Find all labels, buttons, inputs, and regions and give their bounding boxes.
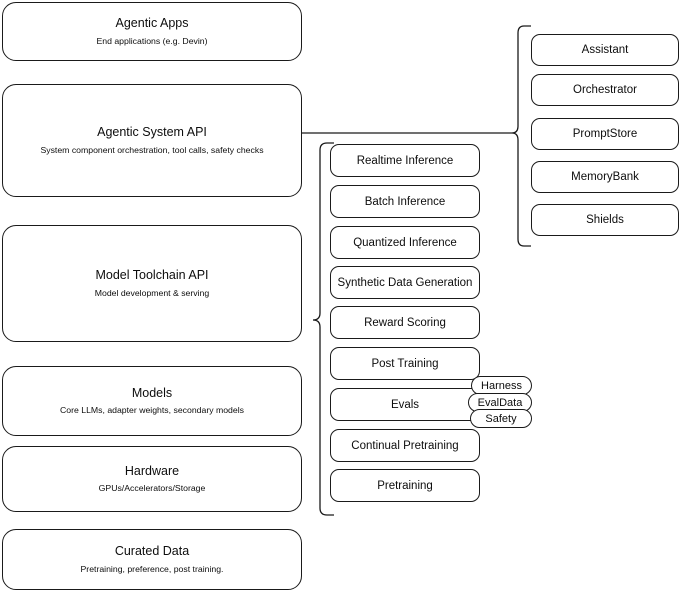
system-box-promptstore[interactable]: PromptStore <box>531 118 679 150</box>
layer-title: Agentic System API <box>97 125 207 140</box>
layer-title: Hardware <box>124 463 180 478</box>
stack-layer-model-toolchain-api[interactable]: Model Toolchain API Model development & … <box>2 225 302 342</box>
stack-layer-agentic-system-api[interactable]: Agentic System API System component orch… <box>2 84 302 197</box>
evals-subcomponent-safety[interactable]: Safety <box>470 409 532 428</box>
system-box-memorybank[interactable]: MemoryBank <box>531 161 679 193</box>
toolchain-box-evals[interactable]: Evals <box>330 388 480 421</box>
layer-title: Models <box>131 385 173 400</box>
toolchain-box-post-training[interactable]: Post Training <box>330 347 480 380</box>
layer-title: Agentic Apps <box>115 16 189 31</box>
system-box-assistant[interactable]: Assistant <box>531 34 679 66</box>
toolchain-box-pretraining[interactable]: Pretraining <box>330 469 480 502</box>
layer-subtitle: Core LLMs, adapter weights, secondary mo… <box>60 405 244 416</box>
layer-subtitle: GPUs/Accelerators/Storage <box>98 483 206 494</box>
stack-layer-hardware[interactable]: Hardware GPUs/Accelerators/Storage <box>2 446 302 512</box>
stack-layer-curated-data[interactable]: Curated Data Pretraining, preference, po… <box>2 529 302 590</box>
layer-subtitle: Pretraining, preference, post training. <box>80 563 224 574</box>
stack-layer-models[interactable]: Models Core LLMs, adapter weights, secon… <box>2 366 302 436</box>
layer-title: Model Toolchain API <box>95 268 209 283</box>
layer-title: Curated Data <box>114 544 190 559</box>
layer-subtitle: System component orchestration, tool cal… <box>40 144 264 155</box>
toolchain-box-quantized-inference[interactable]: Quantized Inference <box>330 226 480 259</box>
toolchain-box-realtime-inference[interactable]: Realtime Inference <box>330 144 480 177</box>
toolchain-box-continual-pretraining[interactable]: Continual Pretraining <box>330 429 480 462</box>
toolchain-box-batch-inference[interactable]: Batch Inference <box>330 185 480 218</box>
layer-subtitle: Model development & serving <box>94 287 210 298</box>
layer-subtitle: End applications (e.g. Devin) <box>96 35 208 46</box>
toolchain-box-synthetic-data-generation[interactable]: Synthetic Data Generation <box>330 266 480 299</box>
stack-layer-agentic-apps[interactable]: Agentic Apps End applications (e.g. Devi… <box>2 2 302 61</box>
system-box-shields[interactable]: Shields <box>531 204 679 236</box>
toolchain-box-reward-scoring[interactable]: Reward Scoring <box>330 306 480 339</box>
system-box-orchestrator[interactable]: Orchestrator <box>531 74 679 106</box>
